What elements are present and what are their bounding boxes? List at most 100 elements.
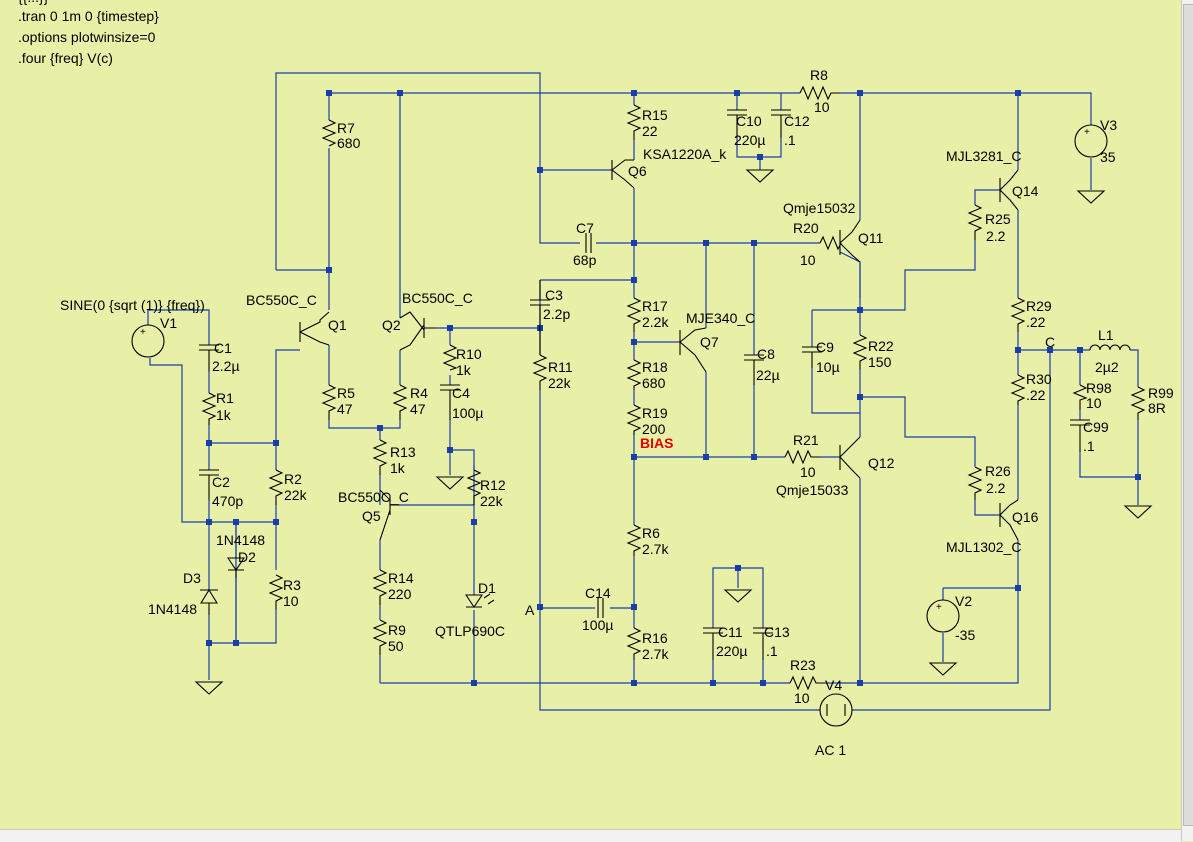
C13-value: .1 (766, 643, 778, 659)
R6-value: 2.7k (642, 541, 669, 557)
C11-name: C11 (718, 624, 743, 640)
R7-name: R7 (337, 120, 355, 136)
V3-name: V3 (1100, 117, 1117, 133)
R11-name: R11 (548, 359, 573, 375)
R12-value: 22k (480, 493, 504, 509)
symbols: + + + (131, 85, 1153, 727)
C8-value: 22µ (756, 367, 780, 383)
R17-value: 2.2k (642, 314, 669, 330)
Q14-type: MJL3281_C (946, 148, 1022, 164)
R99-name: R99 (1148, 385, 1174, 401)
Q16-type: MJL1302_C (946, 539, 1022, 555)
R21-name: R21 (793, 432, 819, 448)
C3-name: C3 (545, 287, 563, 303)
C10-value: 220µ (734, 132, 765, 148)
C8-name: C8 (757, 346, 775, 362)
C13-name: C13 (764, 624, 790, 640)
R15-name: R15 (642, 107, 668, 123)
C7-name: C7 (576, 220, 594, 236)
svg-text:+: + (1084, 127, 1090, 138)
R29-value: .22 (1026, 314, 1046, 330)
C2-name: C2 (212, 474, 230, 490)
C10-name: C10 (736, 113, 762, 129)
R26-value: 2.2 (986, 480, 1006, 496)
R9-value: 50 (388, 638, 404, 654)
R23-name: R23 (790, 657, 816, 673)
Q5-type: BC550C_C (338, 489, 409, 505)
directive-options: .options plotwinsize=0 (18, 29, 156, 45)
R19-value: 200 (642, 421, 666, 437)
D2-value: 1N4148 (216, 532, 265, 548)
R14-name: R14 (388, 570, 414, 586)
R4-value: 47 (410, 401, 426, 417)
L1-value: 2µ2 (1095, 359, 1119, 375)
R22-name: R22 (868, 338, 894, 354)
R17-name: R17 (642, 298, 668, 314)
horizontal-scrollbar[interactable] (0, 829, 1181, 842)
labels: SINE(0 {sqrt (1)} {freq}) AC 1 BIAS A C … (60, 67, 1174, 758)
Q7-type: MJE340_C (686, 310, 755, 326)
directive-tran: .tran 0 1m 0 {timestep} (18, 8, 159, 24)
R18-name: R18 (642, 359, 668, 375)
R13-name: R13 (390, 444, 416, 460)
C14-value: 100µ (582, 617, 613, 633)
R18-value: 680 (642, 375, 666, 391)
R29-name: R29 (1026, 298, 1052, 314)
R11-value: 22k (548, 375, 572, 391)
R30-value: .22 (1026, 387, 1046, 403)
R13-value: 1k (390, 460, 406, 476)
Q1-name: Q1 (328, 317, 347, 333)
sine-label: SINE(0 {sqrt (1)} {freq}) (60, 297, 205, 313)
V2-name: V2 (955, 593, 972, 609)
R2-name: R2 (284, 471, 302, 487)
directive-four: .four {freq} V(c) (18, 50, 113, 66)
node-c-label: C (1045, 334, 1055, 350)
Q16-name: Q16 (1012, 509, 1039, 525)
Q11-type: Qmje15032 (783, 200, 856, 216)
bias-label: BIAS (640, 435, 673, 451)
R8-name: R8 (810, 67, 828, 83)
Q11-name: Q11 (858, 230, 884, 246)
svg-text:+: + (140, 327, 146, 338)
C12-value: .1 (784, 132, 796, 148)
C1-value: 2.2µ (212, 358, 240, 374)
Q6-name: Q6 (628, 163, 647, 179)
C1-name: C1 (214, 340, 232, 356)
R10-name: R10 (456, 346, 482, 362)
svg-text:+: + (936, 602, 942, 613)
V1-name: V1 (160, 315, 177, 331)
D1-type: QTLP690C (435, 623, 505, 639)
vertical-scrollbar[interactable] (1181, 0, 1193, 841)
C9-name: C9 (816, 339, 834, 355)
R5-value: 47 (337, 401, 353, 417)
R16-value: 2.7k (642, 646, 669, 662)
R25-name: R25 (985, 211, 1011, 227)
C11-value: 220µ (716, 643, 747, 659)
R30-name: R30 (1026, 371, 1052, 387)
R1-name: R1 (216, 390, 234, 406)
D2-name: D2 (238, 549, 256, 565)
R14-value: 220 (388, 586, 412, 602)
vertical-scrollbar-thumb[interactable] (1183, 4, 1193, 826)
R21-value: 10 (800, 464, 816, 480)
R19-name: R19 (642, 405, 668, 421)
Q14-name: Q14 (1012, 183, 1039, 199)
R8-value: 10 (814, 99, 830, 115)
V2-value: -35 (955, 627, 975, 643)
R7-value: 680 (337, 135, 361, 151)
D1-name: D1 (478, 580, 496, 596)
Q2-type: BC550C_C (402, 290, 473, 306)
R3-name: R3 (283, 577, 301, 593)
C12-name: C12 (784, 113, 810, 129)
node-a-label: A (525, 602, 535, 618)
C14-name: C14 (585, 585, 611, 601)
V3-value: 35 (1100, 149, 1116, 165)
R10-value: 1k (456, 362, 472, 378)
directive-cut: {{...}} (18, 0, 49, 5)
C99-name: C99 (1083, 419, 1109, 435)
ac-label: AC 1 (815, 742, 846, 758)
R99-value: 8R (1148, 400, 1166, 416)
R26-name: R26 (985, 463, 1011, 479)
